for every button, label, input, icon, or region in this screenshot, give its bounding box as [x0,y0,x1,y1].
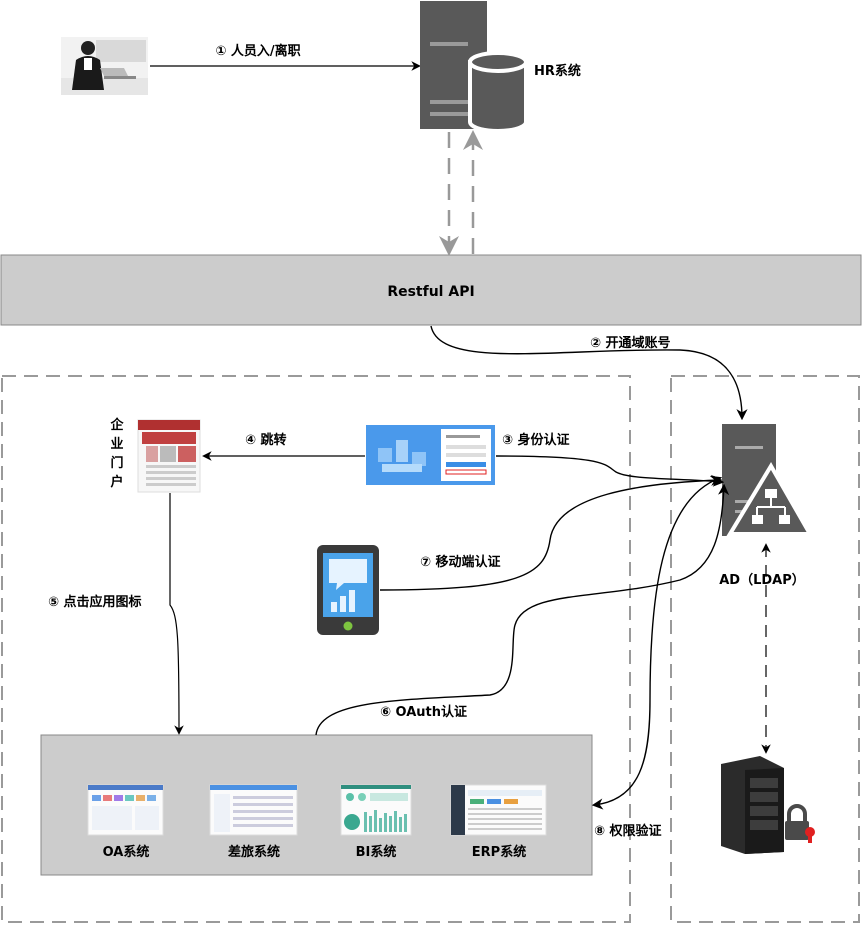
restful-api-label: Restful API [387,284,474,300]
step5-label: ⑤ 点击应用图标 [48,594,142,610]
step6-label: ⑥ OAuth认证 [380,704,467,720]
server-rack-lock-icon [721,756,815,854]
step4-label: ④ 跳转 [245,432,287,448]
oa-screenshot-icon [87,784,164,836]
app-oa-label: OA系统 [103,844,150,860]
step8-label: ⑧ 权限验证 [594,823,662,839]
server-database-icon [420,1,528,133]
app-travel-label: 差旅系统 [228,844,280,860]
arrow-step8 [591,475,723,810]
travel-screenshot-icon [209,784,298,836]
internal-zone-frame [1,375,631,923]
app-erp-label: ERP系统 [472,844,526,860]
portal-screenshot-icon [137,419,201,493]
portal-label-char-1: 企 [109,417,124,433]
ad-server-network-icon [722,424,814,536]
smartphone-chart-icon [317,545,379,635]
hr-label: HR系统 [534,63,581,79]
portal-label-char-2: 业 [110,436,123,452]
arrow-step5 [169,493,184,735]
step3-label: ③ 身份认证 [502,432,570,448]
login-screenshot-icon [366,425,495,485]
person-at-laptop-icon [61,37,148,95]
arrow-step3 [495,455,725,487]
arrow-step7 [379,474,723,591]
app-bi-label: BI系统 [356,844,397,860]
restful-api-band: Restful API [0,254,862,326]
bi-screenshot-icon [340,784,412,836]
portal-label-char-4: 户 [110,474,123,490]
ad-label: AD（LDAP） [719,572,805,588]
step7-label: ⑦ 移动端认证 [420,554,501,570]
erp-screenshot-icon [450,784,547,836]
portal-label-char-3: 门 [110,455,123,471]
step1-label: ① 人员入/离职 [215,43,300,59]
step2-label: ② 开通域账号 [590,335,671,351]
arrow-step2 [430,325,748,421]
